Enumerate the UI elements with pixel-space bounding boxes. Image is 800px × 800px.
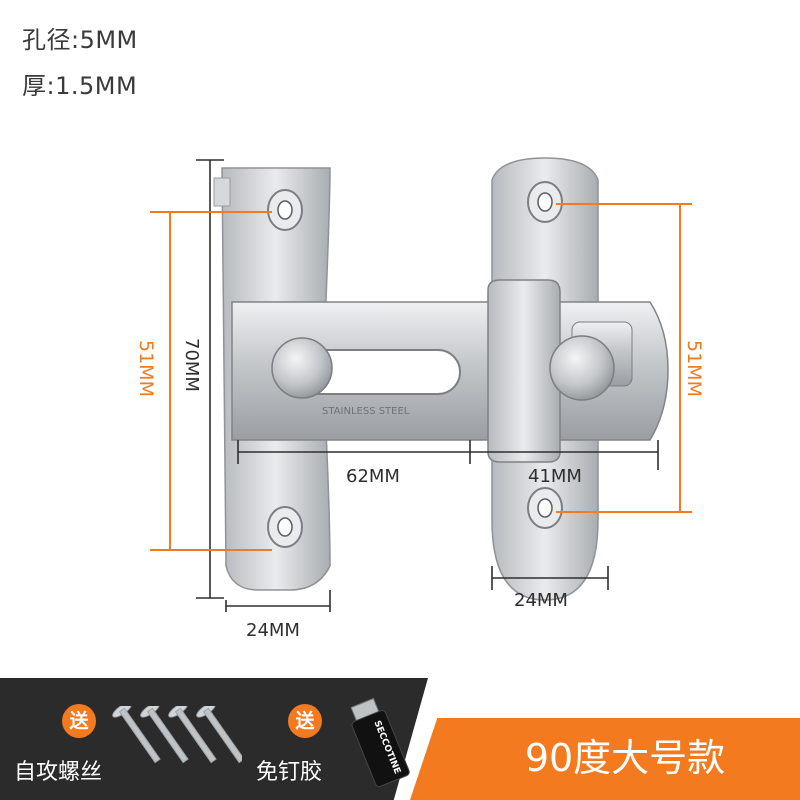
- latch-product-drawing: STAINLESS STEEL: [135, 157, 705, 641]
- model-label: 90度大号款: [524, 736, 726, 780]
- gift-label-screws: 自攻螺丝: [14, 760, 103, 785]
- gift-label-glue: 免钉胶: [256, 760, 323, 785]
- gift-badge-glue: 送: [288, 704, 322, 738]
- hole-diameter-spec: 孔径:5MM: [22, 26, 138, 54]
- model-banner: [410, 718, 800, 800]
- latch-length-label: 41MM: [528, 466, 582, 487]
- latch-guard: [487, 279, 561, 463]
- right-hole-spacing-label: 51MM: [683, 340, 705, 397]
- left-knob: [271, 337, 333, 399]
- gift-banner: [0, 678, 428, 800]
- left-hole-spacing-label: 51MM: [135, 340, 157, 397]
- right-knob: [549, 321, 633, 401]
- gift-badge-screws: 送: [62, 704, 96, 738]
- right-plate-width-label: 24MM: [514, 590, 568, 611]
- orange-dimension-lines: [150, 203, 692, 551]
- glue-tube-icon: SECCOTINE: [350, 697, 410, 787]
- left-plate-width-label: 24MM: [246, 620, 300, 641]
- engraving-text: STAINLESS STEEL: [322, 406, 410, 417]
- screws-icon: [112, 706, 242, 764]
- dimension-lines: [196, 159, 659, 612]
- total-height-label: 70MM: [181, 338, 202, 392]
- bar-length-label: 62MM: [346, 466, 400, 487]
- thickness-spec: 厚:1.5MM: [22, 72, 138, 100]
